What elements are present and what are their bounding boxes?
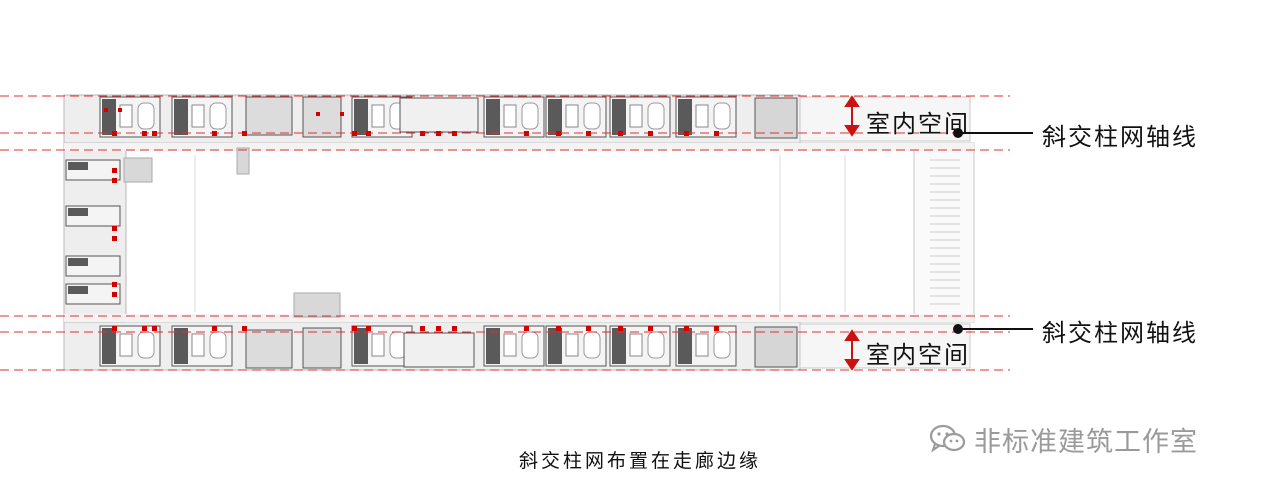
room-module-left	[65, 205, 121, 227]
column-marker	[212, 131, 217, 136]
label-interior-space-bottom: 室内空间	[866, 341, 970, 369]
column-marker	[452, 326, 457, 331]
column-marker	[586, 131, 591, 136]
dimension-arrows	[844, 95, 860, 371]
room-module-top	[675, 96, 737, 138]
room-module-bottom	[675, 325, 737, 367]
column-marker	[366, 326, 371, 331]
column-marker	[152, 326, 157, 331]
column-marker	[366, 131, 371, 136]
column-marker	[524, 326, 529, 331]
column-marker	[618, 131, 623, 136]
leader-lines	[953, 128, 1033, 334]
room-module-bottom	[545, 325, 607, 367]
leader-dot-top	[953, 128, 963, 138]
room-module-bottom	[171, 325, 233, 367]
label-grid-axis-bottom: 斜交柱网轴线	[1042, 319, 1198, 347]
stepped-pattern	[930, 159, 960, 305]
column-marker	[420, 326, 425, 331]
column-marker	[112, 236, 117, 241]
column-marker	[212, 326, 217, 331]
leader-dot-bottom	[953, 324, 963, 334]
column-marker	[352, 326, 357, 331]
room-module-top	[171, 96, 233, 138]
room-module-left	[65, 283, 121, 305]
column-marker	[104, 108, 108, 112]
column-marker	[420, 131, 425, 136]
atrium-lines	[194, 155, 846, 312]
grid-axis-lines	[0, 95, 1010, 371]
wechat-icon	[929, 424, 966, 453]
column-marker	[152, 131, 157, 136]
column-marker	[352, 131, 357, 136]
column-markers	[104, 108, 719, 331]
room-module-left	[65, 255, 121, 277]
column-marker	[452, 131, 457, 136]
column-marker	[586, 326, 591, 331]
column-marker	[242, 131, 247, 136]
column-marker	[436, 326, 441, 331]
label-interior-space-top: 室内空间	[866, 110, 970, 138]
column-marker	[242, 326, 247, 331]
column-marker	[112, 326, 117, 331]
label-grid-axis-top: 斜交柱网轴线	[1042, 123, 1198, 151]
room-module-top	[483, 96, 545, 138]
column-marker	[112, 292, 117, 297]
column-marker	[118, 108, 122, 112]
column-marker	[684, 131, 689, 136]
column-marker	[524, 131, 529, 136]
watermark: 非标准建筑工作室	[928, 422, 1198, 458]
column-marker	[714, 131, 719, 136]
column-marker	[618, 326, 623, 331]
column-marker	[684, 326, 689, 331]
dimension-arrow-bottom	[844, 329, 860, 371]
corridor-strips	[64, 143, 974, 322]
column-marker	[142, 326, 147, 331]
column-marker	[112, 131, 117, 136]
column-marker	[112, 282, 117, 287]
watermark-text: 非标准建筑工作室	[974, 426, 1198, 458]
column-marker	[648, 131, 653, 136]
column-marker	[316, 112, 320, 116]
room-module-left	[65, 159, 121, 181]
column-marker	[142, 131, 147, 136]
room-module-bottom	[609, 325, 671, 367]
room-module-bottom	[99, 325, 161, 367]
room-module-top	[545, 96, 607, 138]
column-marker	[340, 112, 344, 116]
column-marker	[556, 131, 561, 136]
column-marker	[714, 326, 719, 331]
room-modules	[65, 96, 737, 367]
column-marker	[556, 326, 561, 331]
column-marker	[648, 326, 653, 331]
column-marker	[112, 178, 117, 183]
service-cores	[123, 96, 798, 369]
dimension-arrow-top	[844, 95, 860, 137]
room-module-bottom	[483, 325, 545, 367]
room-module-bottom	[351, 325, 413, 367]
room-module-top	[609, 96, 671, 138]
column-marker	[436, 131, 441, 136]
column-marker	[112, 226, 117, 231]
figure-caption: 斜交柱网布置在走廊边缘	[518, 450, 761, 472]
column-marker	[112, 168, 117, 173]
room-module-top	[99, 96, 161, 138]
